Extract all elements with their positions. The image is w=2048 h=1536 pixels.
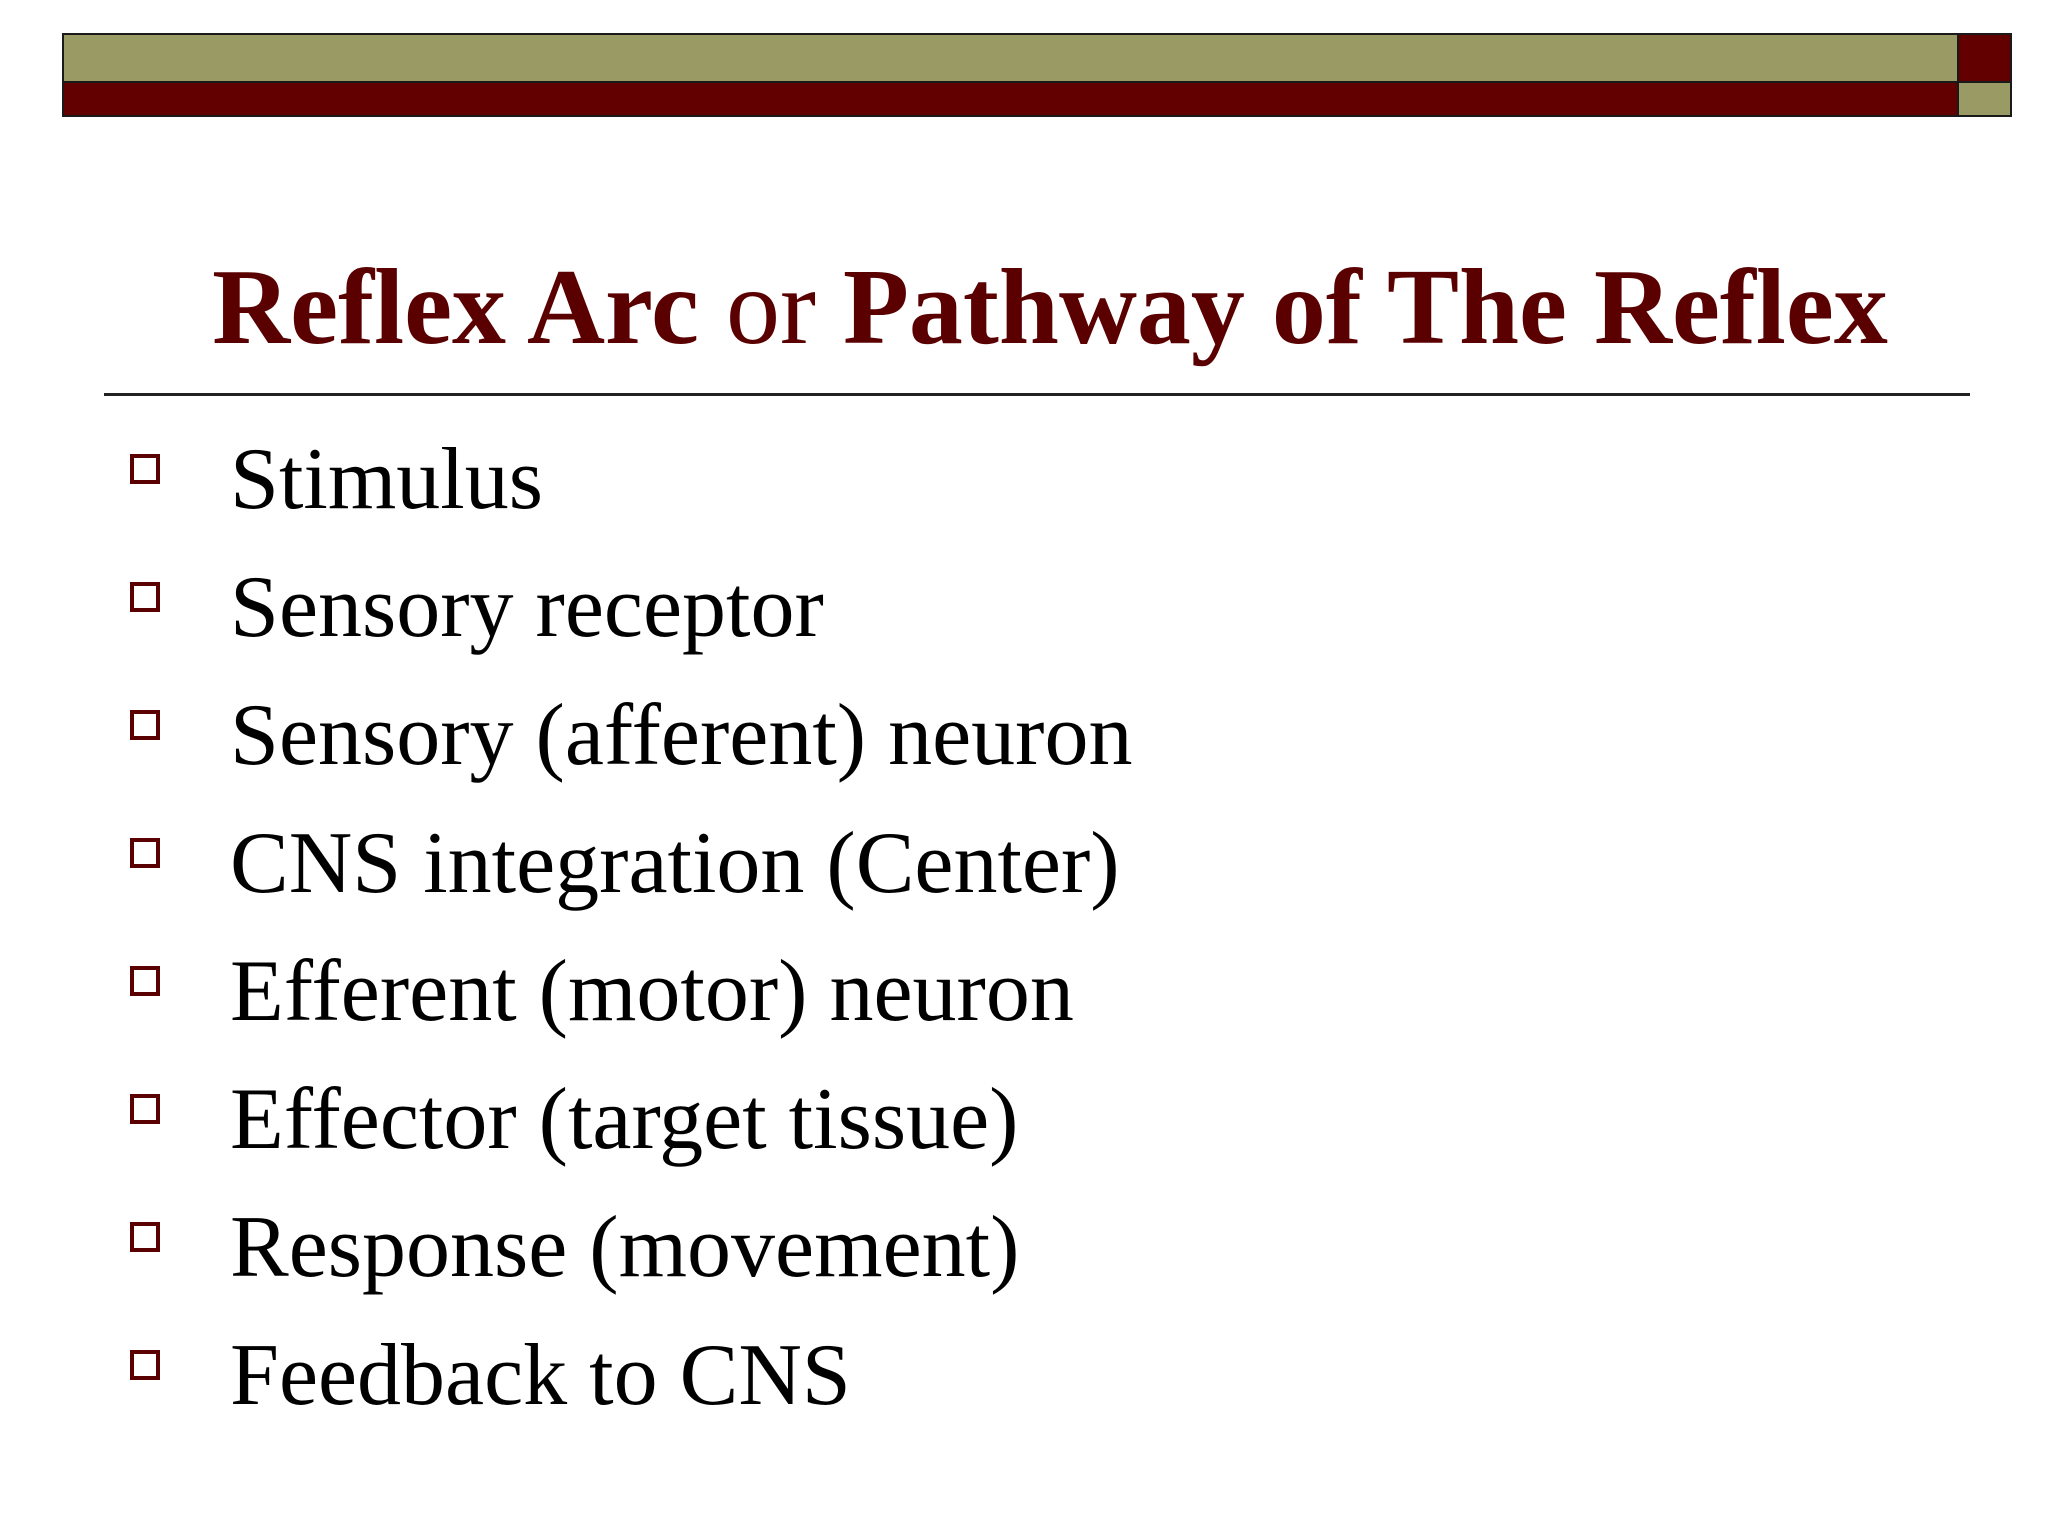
banner-maroon-bar xyxy=(62,83,1959,117)
title-part-or: or xyxy=(698,248,843,367)
bullet-text: CNS integration (Center) xyxy=(230,815,1120,912)
banner-corner-square-top xyxy=(1959,33,2012,83)
square-bullet-icon xyxy=(130,454,160,484)
title-part-pathway: Pathway of The Reflex xyxy=(842,248,1888,367)
bullet-text: Feedback to CNS xyxy=(230,1327,851,1424)
square-bullet-icon xyxy=(130,710,160,740)
header-banner xyxy=(62,33,2012,117)
banner-corner-square-bottom xyxy=(1959,83,2012,117)
bullet-text: Effector (target tissue) xyxy=(230,1071,1019,1168)
banner-olive-bar xyxy=(62,33,1959,83)
bullet-text: Efferent (motor) neuron xyxy=(230,943,1074,1040)
square-bullet-icon xyxy=(130,966,160,996)
square-bullet-icon xyxy=(130,838,160,868)
square-bullet-icon xyxy=(130,1222,160,1252)
title-part-reflex-arc: Reflex Arc xyxy=(212,248,699,367)
bullet-text: Stimulus xyxy=(230,431,543,528)
bullet-text: Sensory (afferent) neuron xyxy=(230,687,1133,784)
slide-title: Reflex Arc or Pathway of The Reflex xyxy=(100,248,2000,368)
square-bullet-icon xyxy=(130,1350,160,1380)
title-underline xyxy=(104,393,1970,396)
bullet-text: Sensory receptor xyxy=(230,559,824,656)
square-bullet-icon xyxy=(130,1094,160,1124)
square-bullet-icon xyxy=(130,582,160,612)
bullet-text: Response (movement) xyxy=(230,1199,1020,1296)
